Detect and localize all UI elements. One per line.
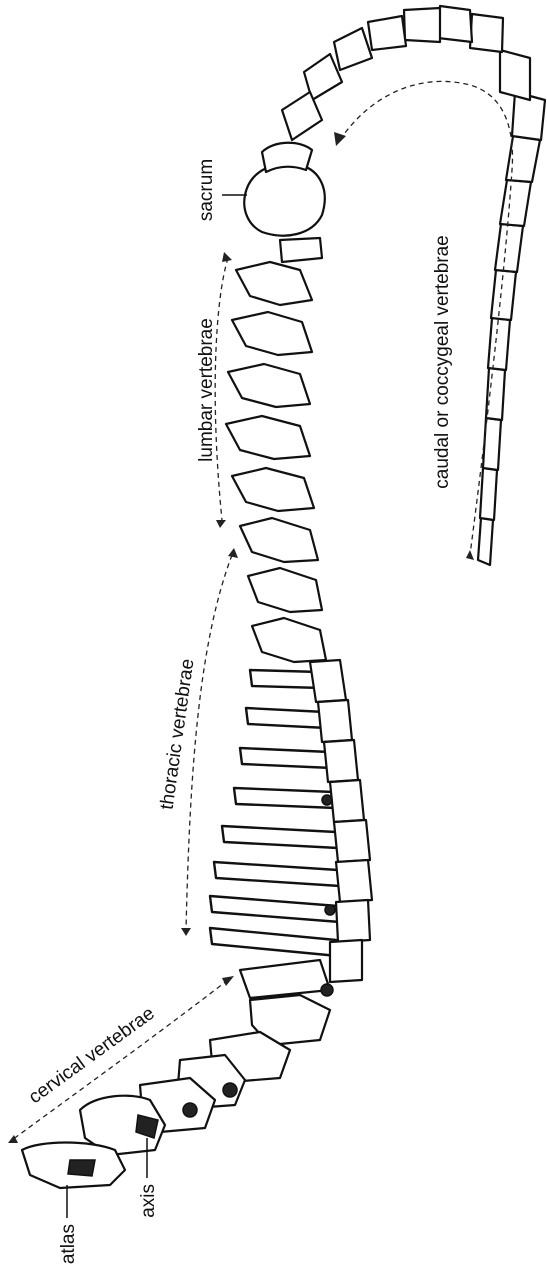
axis-label: axis	[138, 1184, 159, 1218]
caudal-vertebrae-group	[282, 6, 545, 565]
sacrum-bones	[244, 143, 325, 262]
cervical-vertebrae-label: cervical vertebrae	[25, 1003, 159, 1108]
lumbar-vertebrae-label: lumbar vertebrae	[196, 318, 217, 462]
lumbar-vertebrae-group	[226, 262, 326, 662]
sacrum-label: sacrum	[196, 159, 217, 221]
cervical-vertebrae-group	[22, 995, 330, 1188]
thoracic-vertebrae-group	[210, 660, 372, 998]
caudal-vertebrae-label: caudal or coccygeal vertebrae	[432, 235, 453, 488]
atlas-label: atlas	[58, 1224, 79, 1264]
